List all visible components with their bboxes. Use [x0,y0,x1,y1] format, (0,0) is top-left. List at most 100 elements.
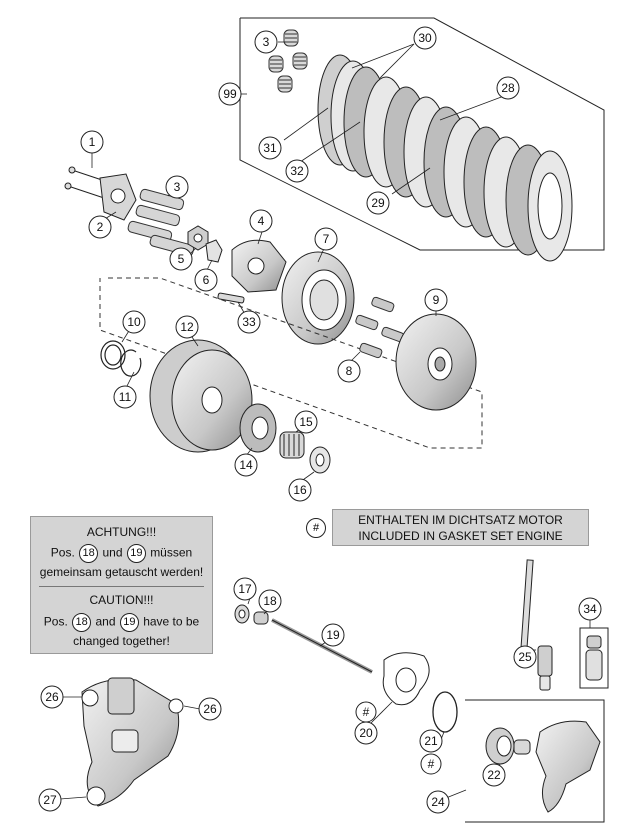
push-rod-pin [217,292,245,304]
callout-8: 8 [337,359,361,383]
callout-7: 7 [314,227,338,251]
svg-text:4: 4 [258,214,265,228]
pressure-plate [395,313,477,411]
svg-text:9: 9 [433,293,440,307]
warning-en-and: and [95,614,116,629]
callout-5: 5 [169,247,193,271]
svg-text:25: 25 [518,650,532,664]
svg-text:31: 31 [263,141,277,155]
warning-ref-18-en: 18 [72,613,92,632]
warning-de-and: und [102,545,123,560]
warning-ref-19-de: 19 [126,544,146,563]
svg-text:15: 15 [299,415,313,429]
callout-2: 2 [88,215,112,239]
svg-text:2: 2 [97,220,104,234]
svg-text:3: 3 [263,35,270,49]
svg-text:26: 26 [203,702,217,716]
spring-set-middle [127,188,195,257]
svg-text:26: 26 [45,690,59,704]
callout-3a: 3 [254,30,278,54]
callout-19: 19 [321,623,345,647]
callout-15: 15 [294,410,318,434]
warning-ref-18-de: 18 [79,544,99,563]
svg-text:6: 6 [203,273,210,287]
svg-text:24: 24 [431,795,445,809]
gasket-note-box: ENTHALTEN IM DICHTSATZ MOTOR INCLUDED IN… [332,509,589,546]
svg-text:33: 33 [242,315,256,329]
nut-and-lock-washer [187,225,223,263]
warning-ref-19-en: 19 [119,613,139,632]
bleeder-cap-group [579,627,609,689]
svg-text:10: 10 [127,315,141,329]
outer-clutch-basket [149,339,253,453]
o-ring [432,691,458,733]
svg-text:16: 16 [293,483,307,497]
bleeder-valve [520,559,553,691]
svg-text:12: 12 [180,320,194,334]
callout-26a: 26 [40,685,64,709]
callout-9: 9 [424,288,448,312]
callout-17: 17 [233,577,257,601]
svg-text:99: 99 [223,87,237,101]
thrust-ring-and-circlip [100,340,142,377]
callout-1: 1 [80,130,104,154]
svg-text:28: 28 [501,81,515,95]
warning-box: ACHTUNG!!! Pos. 18 und 19 müssen gemeins… [30,516,213,654]
svg-text:8: 8 [346,364,353,378]
svg-text:27: 27 [43,793,57,807]
warning-de-title: ACHTUNG!!! [86,525,157,539]
clutch-disc-stack [317,54,573,262]
spring-set-top [268,29,308,93]
svg-text:20: 20 [359,726,373,740]
warning-en-line3: changed together! [73,634,170,648]
callout-29: 29 [366,191,390,215]
svg-text:3: 3 [174,180,181,194]
gasket-symbol: # [306,518,326,538]
callout-10: 10 [122,310,146,334]
callout-24: 24 [426,790,450,814]
svg-text:29: 29 [371,196,385,210]
slave-cylinder-housing [81,677,184,807]
warning-de-pos: Pos. [50,545,75,560]
svg-text:14: 14 [239,458,253,472]
warning-divider [39,586,204,587]
callout-6: 6 [194,268,218,292]
warning-de-line3: gemeinsam getauscht werden! [39,565,204,579]
primary-gear [239,403,277,453]
callout-hash-20: # [355,701,377,723]
warning-de-tail: müssen [150,545,193,560]
callout-20: 20 [354,721,378,745]
clutch-pressure-cap [231,239,287,293]
warning-en-title: CAUTION!!! [89,593,154,607]
callout-34: 34 [578,597,602,621]
warning-de-line2: Pos. 18 und 19 müssen [31,544,212,563]
callout-21: 21 [419,729,443,753]
svg-text:21: 21 [424,734,438,748]
callout-4: 4 [249,209,273,233]
svg-text:#: # [428,757,435,771]
callout-22: 22 [482,763,506,787]
svg-text:18: 18 [263,594,277,608]
slave-cylinder-assembly-frame [465,699,605,823]
svg-text:34: 34 [583,602,597,616]
warning-en-line2: Pos. 18 and 19 have to be [31,613,212,632]
bolts-and-plate [64,166,137,221]
svg-text:19: 19 [326,628,340,642]
thrust-washer [309,446,331,474]
svg-text:7: 7 [323,232,330,246]
callout-12: 12 [175,315,199,339]
disc-kit-frame [239,17,605,251]
callout-11: 11 [113,385,137,409]
callout-3b: 3 [165,175,189,199]
callout-33: 33 [237,310,261,334]
callout-hash-21: # [420,753,442,775]
callout-26b: 26 [198,697,222,721]
warning-en-pos: Pos. [43,614,68,629]
callout-27: 27 [38,788,62,812]
callout-28: 28 [496,76,520,100]
svg-text:#: # [363,705,370,719]
callout-25: 25 [513,645,537,669]
needle-bearing [279,431,305,459]
svg-text:17: 17 [238,582,252,596]
